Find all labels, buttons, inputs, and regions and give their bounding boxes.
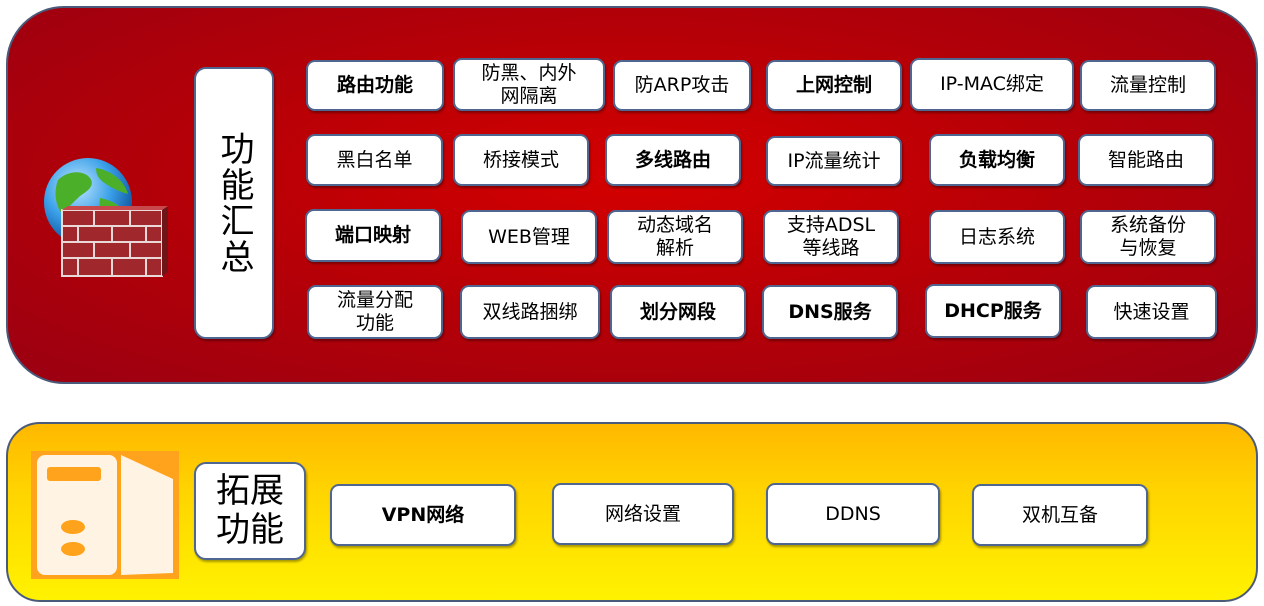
feature-box: 流量分配 功能 (307, 285, 443, 339)
feature-box: IP流量统计 (766, 136, 902, 186)
feature-box: 日志系统 (929, 210, 1065, 264)
feature-box: IP-MAC绑定 (910, 58, 1074, 111)
feature-box: 划分网段 (610, 285, 746, 339)
extended-feature-box: DDNS (766, 483, 940, 545)
feature-box: 智能路由 (1078, 134, 1214, 186)
feature-box: 黑白名单 (306, 134, 443, 186)
feature-box: 上网控制 (766, 60, 902, 111)
feature-box: 端口映射 (305, 209, 441, 262)
feature-box: 流量控制 (1080, 60, 1216, 111)
feature-box: 路由功能 (306, 60, 444, 111)
feature-box: 动态域名 解析 (607, 210, 743, 264)
extended-feature-box: 网络设置 (552, 483, 734, 545)
globe-firewall-icon (44, 158, 168, 277)
extended-feature-box: VPN网络 (330, 484, 516, 546)
extended-features-title: 拓展 功能 (194, 462, 306, 560)
feature-box: 系统备份 与恢复 (1080, 210, 1216, 264)
feature-box: 桥接模式 (453, 134, 589, 186)
feature-box: 防ARP攻击 (613, 60, 751, 111)
extended-feature-box: 双机互备 (972, 484, 1148, 546)
feature-box: WEB管理 (461, 210, 597, 264)
feature-box: 双线路捆绑 (460, 285, 600, 339)
server-icon (31, 451, 179, 579)
feature-box: 快速设置 (1086, 285, 1217, 339)
feature-box: 多线路由 (605, 134, 741, 186)
feature-box: 防黑、内外 网隔离 (453, 58, 605, 111)
feature-summary-title: 功能汇总 (194, 67, 274, 339)
feature-box: DHCP服务 (925, 284, 1061, 338)
feature-box: 负载均衡 (929, 134, 1065, 186)
feature-box: DNS服务 (762, 285, 898, 339)
feature-box: 支持ADSL 等线路 (763, 210, 899, 264)
